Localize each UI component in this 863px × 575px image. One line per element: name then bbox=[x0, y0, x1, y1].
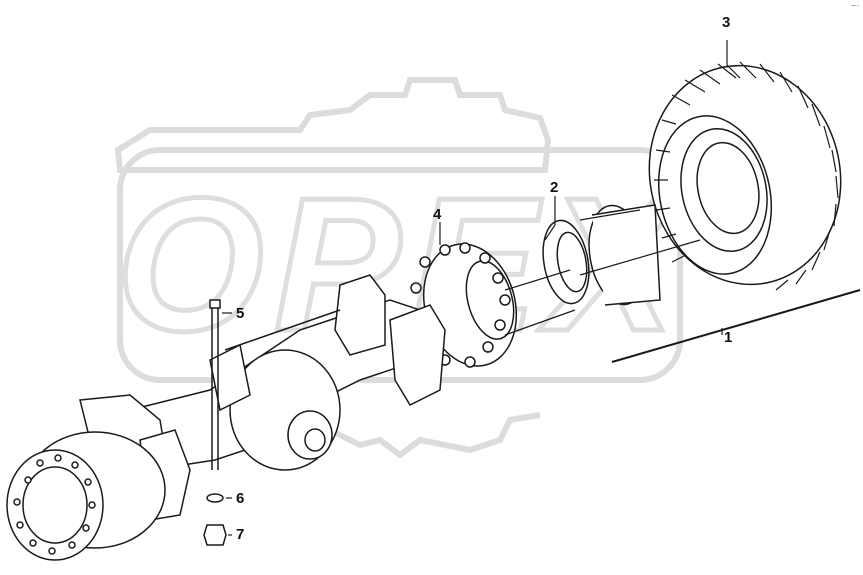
nut bbox=[203, 524, 227, 546]
leader-lines bbox=[222, 40, 861, 536]
callout-6: 6 bbox=[236, 490, 245, 507]
wheel-rim bbox=[542, 204, 661, 306]
tire bbox=[648, 61, 842, 291]
bolt bbox=[209, 299, 221, 470]
corner-mark: ~- bbox=[850, 2, 859, 10]
washer bbox=[206, 493, 224, 503]
callout-3: 3 bbox=[722, 14, 731, 31]
callout-1: 1 bbox=[724, 329, 733, 346]
callout-2: 2 bbox=[550, 179, 559, 196]
callout-5: 5 bbox=[236, 305, 245, 322]
callout-7: 7 bbox=[236, 526, 245, 543]
callout-4: 4 bbox=[433, 206, 442, 223]
left-wheel-hub bbox=[6, 431, 166, 561]
